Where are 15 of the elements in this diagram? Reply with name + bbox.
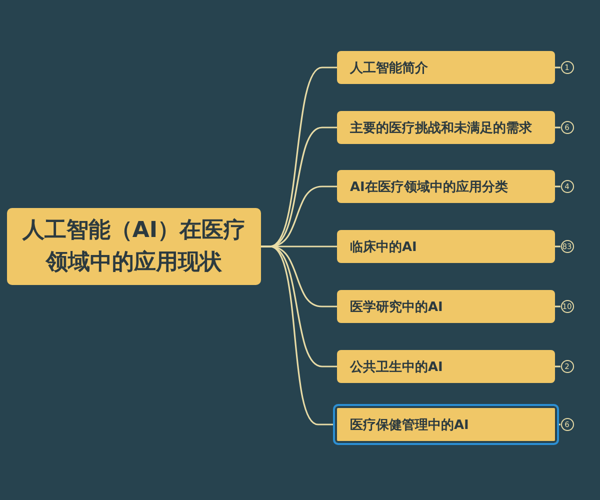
connector-line [555,126,560,128]
subtopic-box: 人工智能简介 [337,51,555,84]
subtopic-box: 临床中的AI [337,230,555,263]
subtopic-box: 医学研究中的AI [337,290,555,323]
connector-line [555,366,560,368]
subtopic-box: 医疗保健管理中的AI [333,404,559,445]
connector-line [555,246,560,248]
subtopic-box: 主要的医疗挑战和未满足的需求 [337,111,555,144]
connector-line [261,246,333,426]
connector-line [555,186,560,188]
connector-line [555,66,560,68]
topic-box: 人工智能（AI）在医疗领域中的应用现状 [7,208,261,285]
subtopic-box: 公共卫生中的AI [337,350,555,383]
connector-line [555,306,560,308]
subtopic-box: AI在医疗领域中的应用分类 [337,170,555,203]
